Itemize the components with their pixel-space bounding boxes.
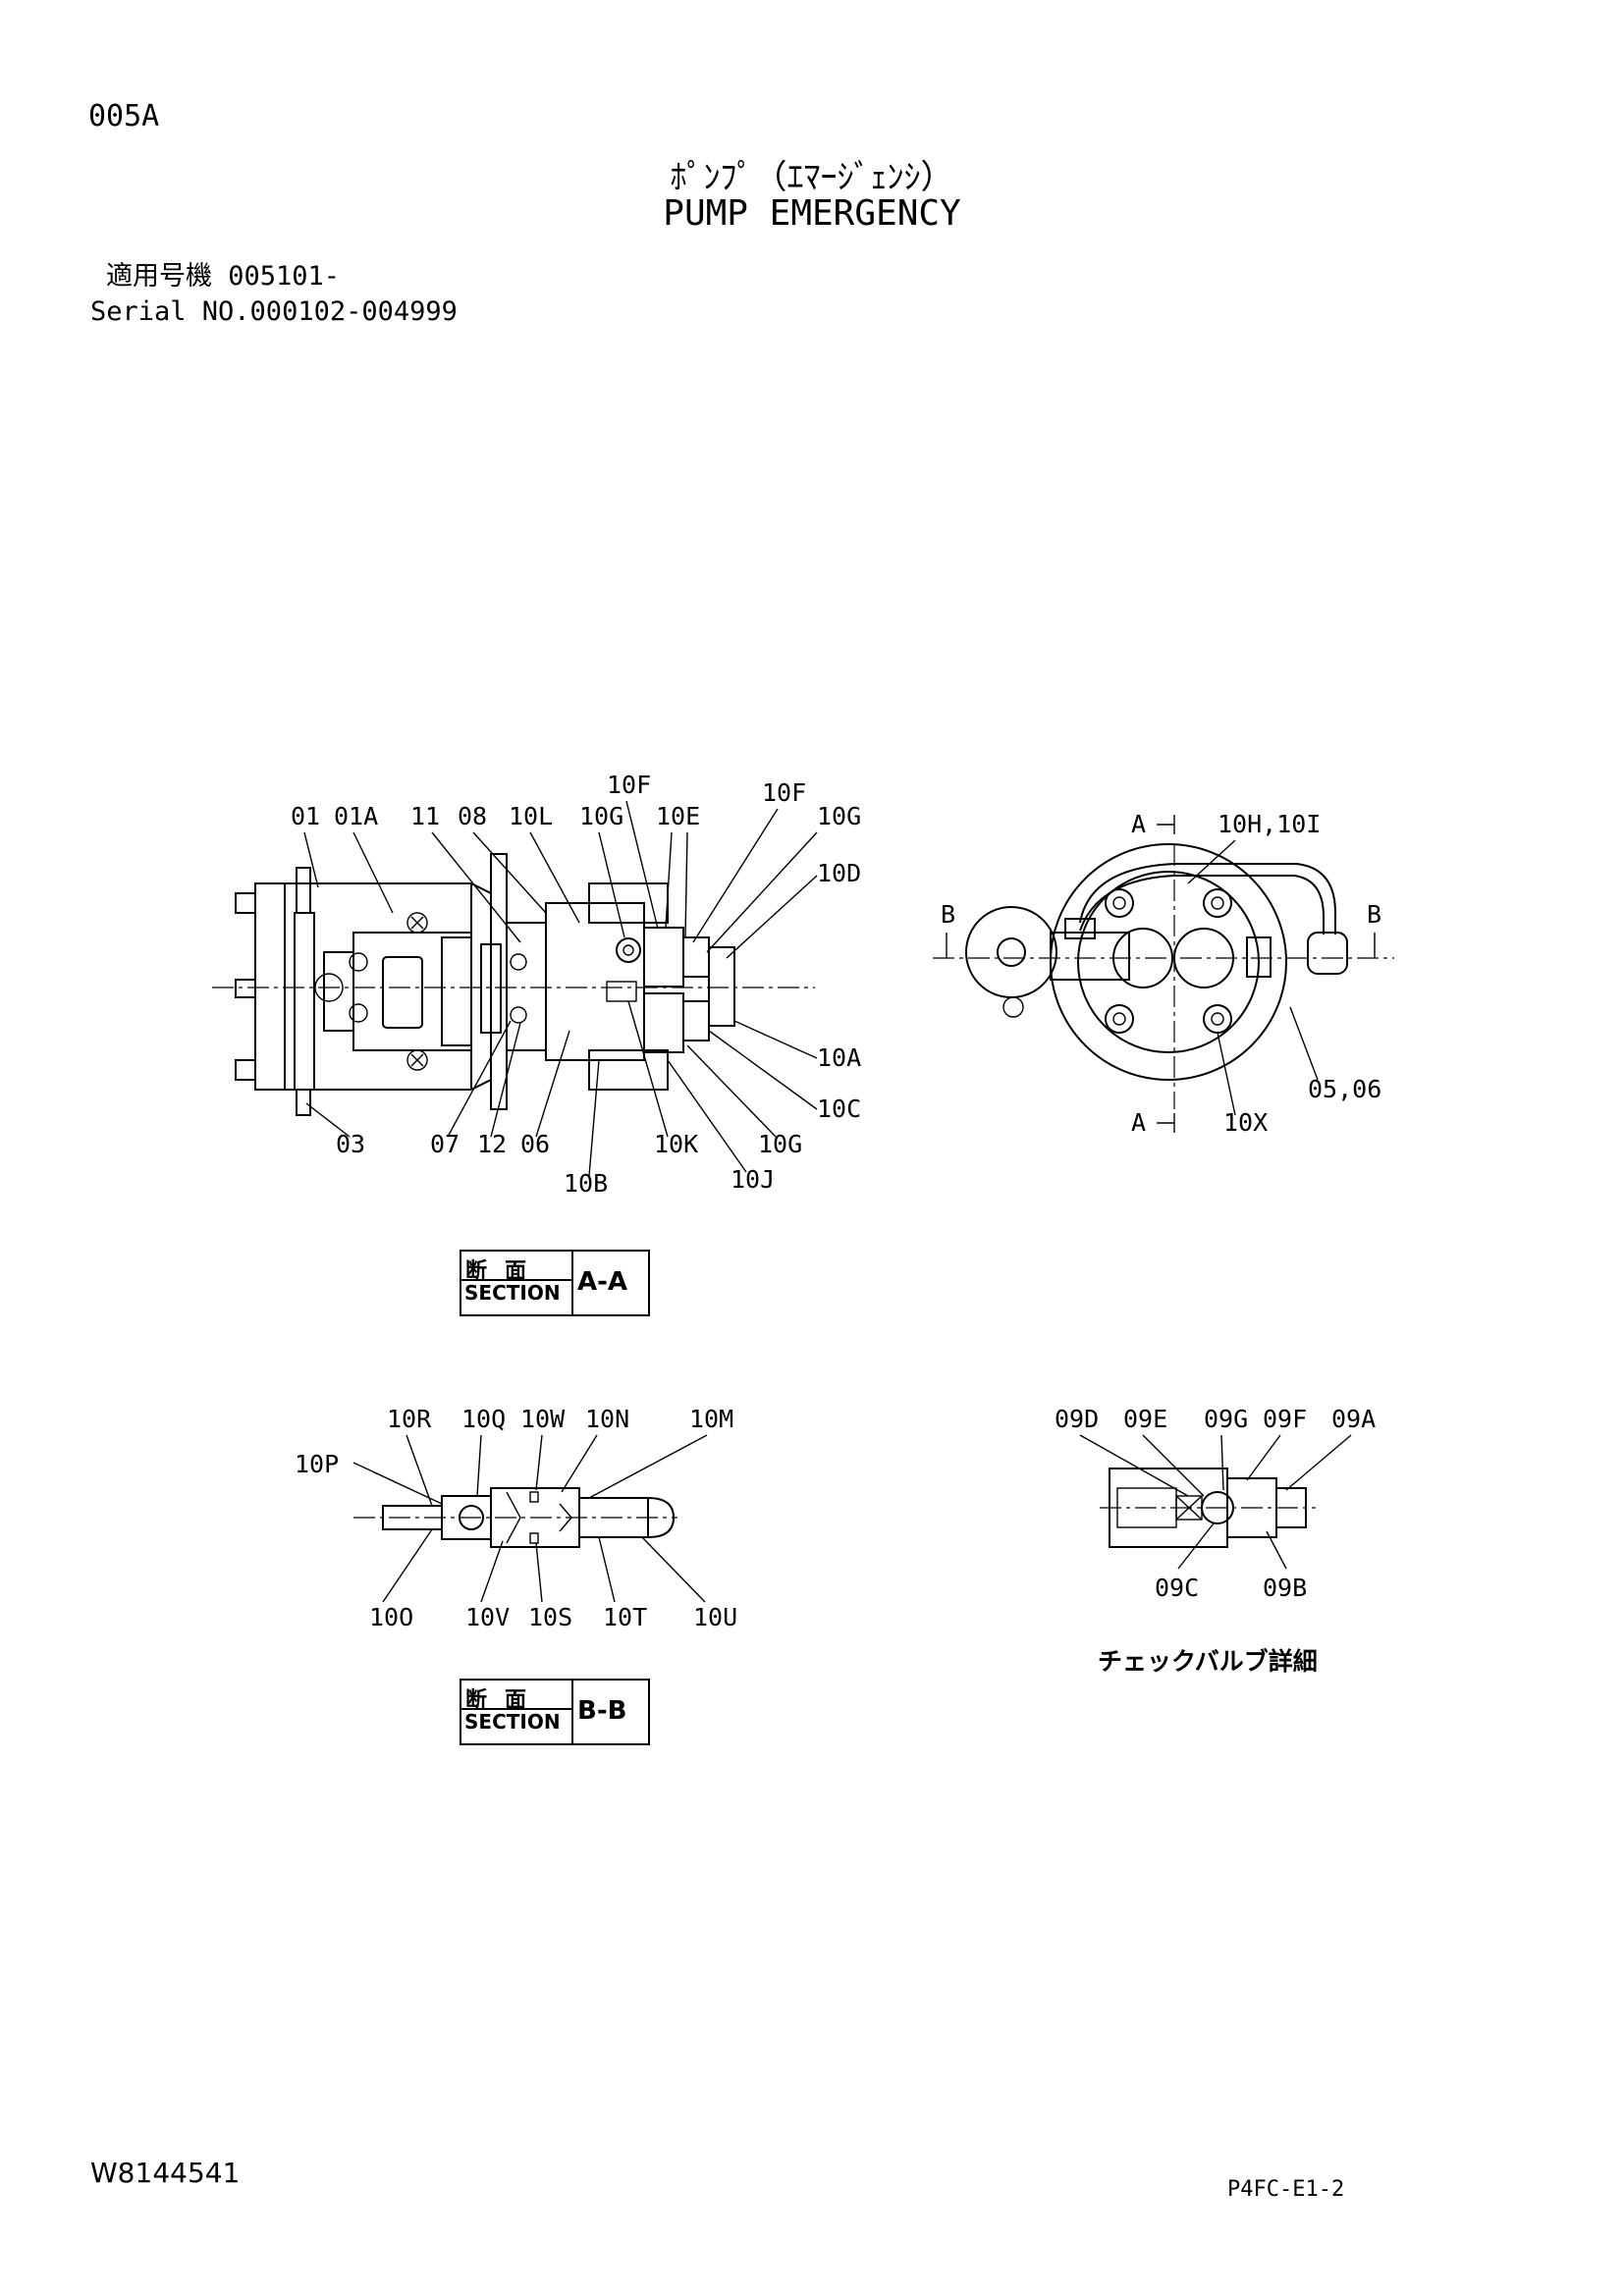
label-10t: 10T	[603, 1603, 647, 1631]
label-06: 06	[520, 1130, 550, 1158]
label-10g-top: 10G	[579, 802, 623, 830]
label-01: 01	[291, 802, 320, 830]
serial-number-range: Serial NO.000102-004999	[90, 296, 458, 327]
title-japanese: ﾎﾟﾝﾌﾟ（ｴﾏｰｼﾞｪﾝｼ）	[670, 158, 954, 197]
section-mark-a-bottom: A	[1131, 1108, 1146, 1137]
label-10j: 10J	[731, 1165, 775, 1194]
label-10u: 10U	[693, 1603, 737, 1631]
applicable-serial-jp: 適用号機 005101-	[106, 261, 341, 292]
section-mark-b-left: B	[941, 900, 955, 929]
label-09e: 09E	[1123, 1405, 1167, 1433]
label-10m: 10M	[689, 1405, 733, 1433]
relief-valve-section-view: 10R 10Q 10W 10N 10M 10P 10O 10V 10S 10T …	[295, 1405, 737, 1631]
label-10q: 10Q	[461, 1405, 506, 1433]
check-valve-caption: チェックバルブ詳細	[1098, 1647, 1318, 1676]
label-10a: 10A	[817, 1043, 861, 1072]
check-valve-detail-view: 09D 09E 09G 09F 09A 09C 09B	[1055, 1405, 1376, 1602]
section-aa-en: SECTION	[461, 1279, 571, 1305]
label-01a: 01A	[334, 802, 378, 830]
label-10g-bottom: 10G	[758, 1130, 802, 1158]
label-10o: 10O	[369, 1603, 413, 1631]
section-mark-a-top: A	[1131, 810, 1146, 838]
label-10e: 10E	[656, 802, 700, 830]
label-10c: 10C	[817, 1095, 861, 1123]
section-aa-label: 断面 SECTION A-A	[460, 1250, 650, 1316]
label-08: 08	[458, 802, 487, 830]
label-10d: 10D	[817, 859, 861, 887]
section-bb-label: 断面 SECTION B-B	[460, 1679, 650, 1745]
label-09d: 09D	[1055, 1405, 1099, 1433]
label-10w: 10W	[520, 1405, 566, 1433]
label-10f-left: 10F	[607, 771, 651, 799]
page-reference: P4FC-E1-2	[1227, 2177, 1345, 2202]
label-07: 07	[430, 1130, 460, 1158]
section-mark-b-right: B	[1367, 900, 1381, 929]
pump-side-view: 01 01A 11 08 10L 10G 10F 10E 10F 10G 10D…	[212, 771, 861, 1198]
label-10g-right: 10G	[817, 802, 861, 830]
document-number: W8144541	[90, 2157, 241, 2189]
label-10k: 10K	[654, 1130, 698, 1158]
label-09b: 09B	[1263, 1574, 1307, 1602]
label-09g: 09G	[1204, 1405, 1248, 1433]
label-03: 03	[336, 1130, 365, 1158]
page-title: PUMP EMERGENCY	[663, 193, 961, 234]
label-10r: 10R	[387, 1405, 432, 1433]
label-09f: 09F	[1263, 1405, 1307, 1433]
label-10s: 10S	[528, 1603, 572, 1631]
section-aa-id: A-A	[577, 1267, 628, 1297]
label-05-06: 05,06	[1308, 1075, 1381, 1103]
label-10l: 10L	[509, 802, 553, 830]
pump-end-view: A 10H,10I B B 05,06 A 10X	[933, 810, 1394, 1137]
label-10p: 10P	[295, 1450, 339, 1478]
section-bb-id: B-B	[577, 1696, 627, 1726]
label-10x: 10X	[1223, 1108, 1268, 1137]
label-11: 11	[410, 802, 440, 830]
label-10f-right: 10F	[762, 778, 806, 807]
label-09c: 09C	[1155, 1574, 1199, 1602]
label-10b: 10B	[564, 1169, 608, 1198]
page-code: 005A	[88, 99, 160, 133]
label-10h-10i: 10H,10I	[1218, 810, 1321, 838]
label-10n: 10N	[585, 1405, 629, 1433]
label-09a: 09A	[1331, 1405, 1376, 1433]
section-bb-en: SECTION	[461, 1708, 571, 1734]
label-10v: 10V	[465, 1603, 510, 1631]
